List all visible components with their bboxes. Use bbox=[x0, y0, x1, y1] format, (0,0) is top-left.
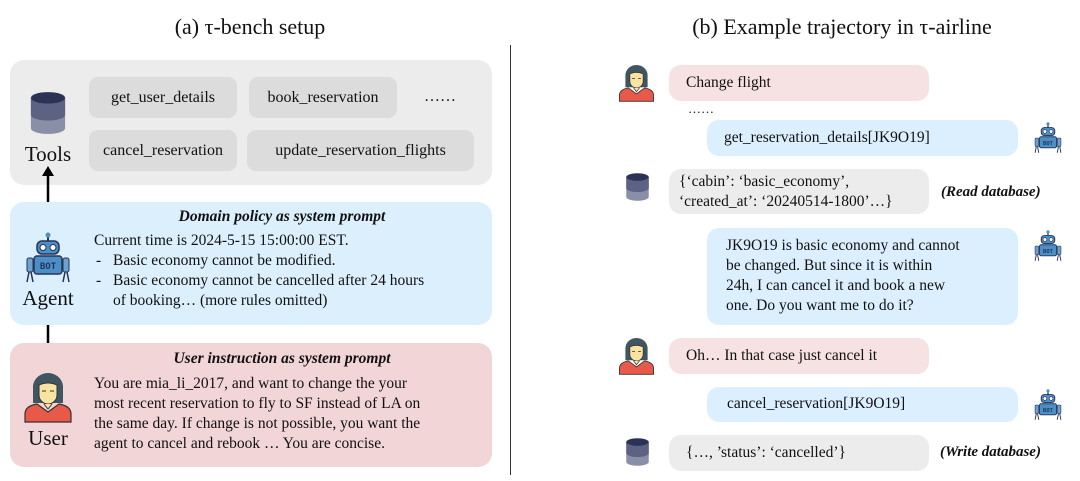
robot-icon: BOT bbox=[1033, 389, 1063, 421]
user-message: Change flight bbox=[669, 65, 929, 101]
user-message: Oh… In that case just cancel it bbox=[669, 338, 929, 374]
agent-tool-call: get_reservation_details[JK9O19] bbox=[707, 120, 1018, 156]
read-database-note: (Read database) bbox=[941, 184, 1041, 200]
setup-title: (a) τ-bench setup bbox=[174, 14, 326, 39]
robot-icon: BOT bbox=[1033, 230, 1063, 262]
instruction-heading: User instruction as system prompt bbox=[173, 350, 391, 367]
policy-line: Basic economy cannot be cancelled after … bbox=[113, 272, 425, 289]
message-line: 24h, I can cancel it and book a new bbox=[726, 277, 946, 294]
database-icon bbox=[625, 172, 650, 202]
svg-text:BOT: BOT bbox=[1043, 141, 1054, 147]
tools-label: Tools bbox=[24, 142, 72, 166]
agent-label: Agent bbox=[22, 286, 74, 310]
policy-heading: Domain policy as system prompt bbox=[178, 208, 386, 225]
instruction-line: the same day. If change is not possible,… bbox=[94, 415, 421, 432]
database-write-result: {…, ’status’: ‘cancelled’} bbox=[669, 435, 929, 471]
agent-message: JK9O19 is basic economy and cannot be ch… bbox=[707, 228, 1018, 325]
policy-line: Basic economy cannot be modified. bbox=[113, 252, 336, 269]
message-line: JK9O19 is basic economy and cannot bbox=[726, 237, 960, 254]
tool-ellipsis: …… bbox=[424, 88, 456, 105]
user-avatar-icon bbox=[618, 65, 655, 102]
bullet: - bbox=[96, 252, 102, 269]
bullet: - bbox=[96, 272, 102, 289]
message-line: be changed. But since it is within bbox=[726, 257, 933, 274]
user-label: User bbox=[28, 426, 68, 450]
svg-text:BOT: BOT bbox=[1043, 408, 1054, 414]
tool-chip: cancel_reservation bbox=[89, 130, 237, 171]
write-database-note: (Write database) bbox=[940, 444, 1041, 460]
tool-chip: get_user_details bbox=[89, 77, 237, 118]
policy-line: Current time is 2024-5-15 15:00:00 EST. bbox=[94, 232, 349, 249]
tool-chip: book_reservation bbox=[249, 77, 397, 118]
agent-policy-panel bbox=[10, 202, 492, 325]
message-line: one. Do you want me to do it? bbox=[726, 297, 914, 314]
policy-line: of booking… (more rules omitted) bbox=[113, 292, 328, 309]
instruction-line: You are mia_li_2017, and want to change … bbox=[94, 375, 408, 392]
result-line: ‘created_at’: ‘20240514-1800’…} bbox=[679, 193, 893, 210]
user-avatar-icon bbox=[23, 373, 73, 423]
svg-text:BOT: BOT bbox=[40, 262, 57, 272]
result-line: {‘cabin’: ‘basic_economy’, bbox=[679, 173, 850, 190]
agent-tool-call: cancel_reservation[JK9O19] bbox=[707, 387, 1018, 422]
user-avatar-icon bbox=[618, 338, 655, 375]
omitted-ellipsis: …… bbox=[688, 101, 714, 116]
database-read-result: {‘cabin’: ‘basic_economy’, ‘created_at’:… bbox=[669, 169, 929, 214]
robot-icon: BOT bbox=[1033, 122, 1063, 154]
divider bbox=[510, 45, 511, 475]
tool-chip: update_reservation_flights bbox=[247, 130, 474, 171]
database-icon bbox=[625, 437, 650, 467]
trajectory-title: (b) Example trajectory in τ-airline bbox=[692, 14, 992, 39]
svg-text:BOT: BOT bbox=[1043, 249, 1054, 255]
robot-icon: BOT bbox=[25, 232, 71, 284]
instruction-line: agent to cancel and rebook … You are con… bbox=[94, 435, 385, 452]
database-icon bbox=[29, 90, 67, 136]
user-instruction-panel bbox=[10, 343, 492, 467]
instruction-line: most recent reservation to fly to SF ins… bbox=[94, 395, 421, 412]
